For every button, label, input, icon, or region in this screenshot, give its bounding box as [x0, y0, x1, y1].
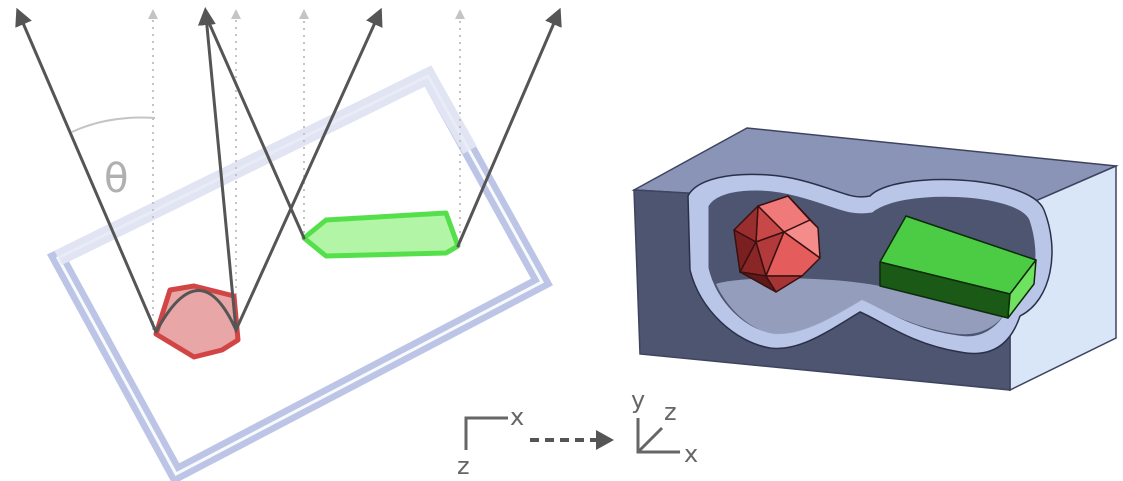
green-object	[301, 210, 461, 259]
red-object	[153, 283, 241, 360]
axis-z-left: z	[457, 452, 470, 480]
cavity-floor	[716, 278, 1014, 335]
ray-red-right	[154, 7, 383, 334]
axis-x-right: x	[684, 440, 698, 468]
left-panel: θ	[15, 7, 562, 481]
reflected-rays	[15, 7, 562, 334]
ray-green-left	[204, 14, 306, 240]
angle-arc	[71, 116, 156, 133]
axes-3d	[636, 418, 680, 454]
green-box	[879, 215, 1037, 319]
dashed-arrow-head	[596, 430, 614, 450]
axes-2d	[464, 416, 508, 450]
tray-frame	[46, 65, 553, 481]
icosahedron	[733, 195, 821, 293]
right-panel	[631, 127, 1119, 392]
angle-label: θ	[104, 156, 128, 202]
axis-z-right: z	[664, 398, 677, 426]
axes-conversion: x z y z x	[457, 386, 698, 480]
axis-x-left: x	[510, 403, 524, 431]
ghost-rays	[148, 9, 465, 330]
ray-mid-left	[197, 7, 238, 332]
ray-green-right	[456, 7, 562, 248]
axis-y-right: y	[631, 386, 645, 414]
green-box-side	[1007, 259, 1037, 319]
ray-left-branch	[15, 7, 158, 334]
